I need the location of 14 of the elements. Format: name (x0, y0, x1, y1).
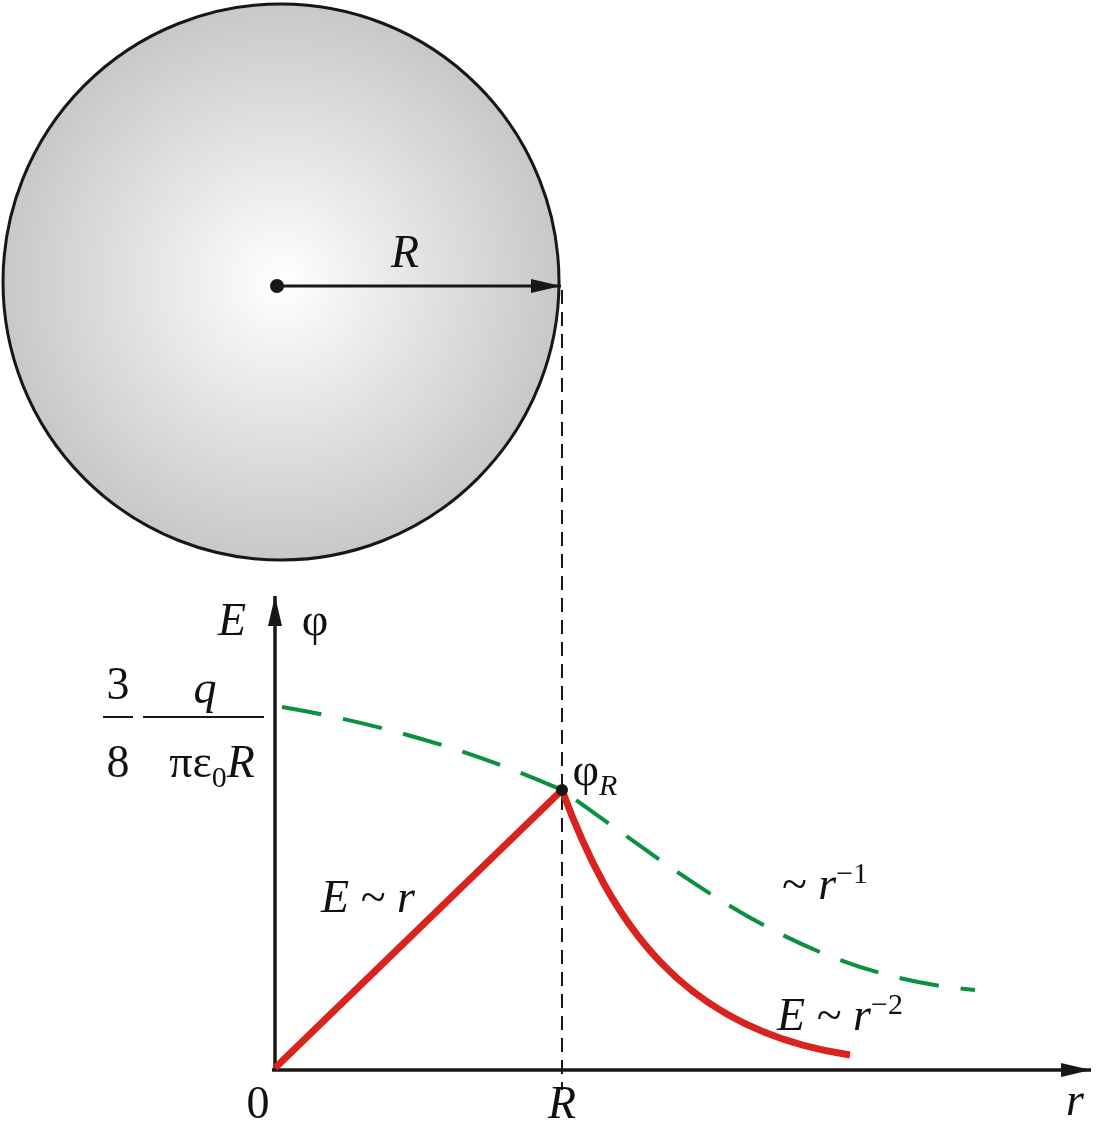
radius-label: R (390, 229, 420, 275)
axis-tick-label: 0 (246, 1080, 270, 1126)
axis-label: E (217, 597, 247, 643)
curve-label: E ~ r$^{−2}$ (777, 992, 903, 1038)
fraction-numerator: q (193, 665, 217, 711)
fraction-denominator: πε$_{0}$R (169, 739, 255, 785)
fraction-denominator: 8 (106, 739, 130, 785)
axis-tick-label: R (547, 1080, 577, 1126)
axis-label: r (1066, 1077, 1084, 1123)
point-label: φ$_{R}$ (572, 747, 618, 793)
curve-label: E ~ r (321, 874, 415, 920)
axis-label: φ (301, 597, 329, 643)
fraction-numerator: 3 (106, 661, 130, 707)
curve-label: ~ r$^{−1}$ (781, 861, 869, 907)
